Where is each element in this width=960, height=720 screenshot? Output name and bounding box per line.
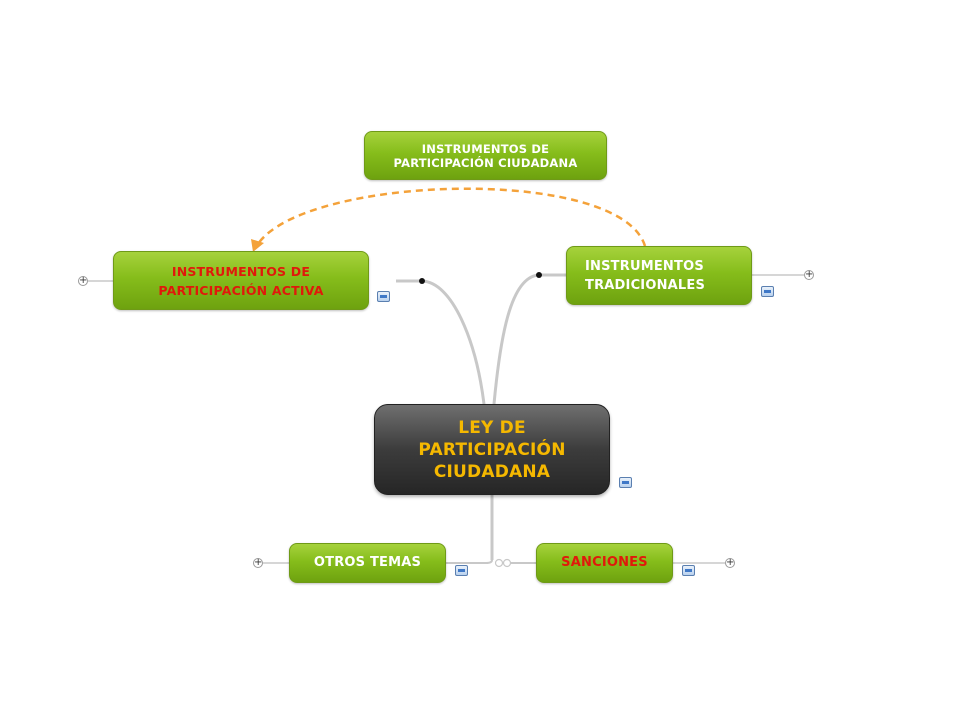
topic-sanciones[interactable]: SANCIONES bbox=[536, 543, 673, 583]
topic-otros-temas[interactable]: OTROS TEMAS bbox=[289, 543, 446, 583]
topic-label: INSTRUMENTOS DE PARTICIPACIÓN CIUDADANA bbox=[393, 141, 578, 170]
expand-plus-icon[interactable]: + bbox=[804, 269, 814, 280]
connector-dot-tradicionales bbox=[536, 272, 542, 278]
connector-tradicionales bbox=[492, 273, 566, 405]
note-icon[interactable] bbox=[377, 291, 390, 302]
topic-instrumentos-participacion-ciudadana[interactable]: INSTRUMENTOS DE PARTICIPACIÓN CIUDADANA bbox=[364, 131, 607, 180]
note-icon[interactable] bbox=[455, 565, 468, 576]
connector-otros bbox=[446, 559, 493, 564]
topic-instrumentos-participacion-activa[interactable]: INSTRUMENTOS DE PARTICIPACIÓN ACTIVA bbox=[113, 251, 369, 310]
topic-instrumentos-tradicionales[interactable]: INSTRUMENTOS TRADICIONALES bbox=[566, 246, 752, 305]
topic-label: SANCIONES bbox=[561, 555, 648, 570]
connector-dot-activa bbox=[419, 278, 425, 284]
note-icon[interactable] bbox=[682, 565, 695, 576]
topic-label: INSTRUMENTOS DE PARTICIPACIÓN ACTIVA bbox=[158, 263, 324, 298]
connector-activa bbox=[396, 279, 486, 405]
relationship-arrow[interactable] bbox=[256, 187, 647, 247]
expand-plus-icon[interactable]: + bbox=[253, 557, 263, 568]
note-icon[interactable] bbox=[761, 286, 774, 297]
expand-plus-icon[interactable]: + bbox=[725, 557, 735, 568]
central-topic-ley-participacion-ciudadana[interactable]: LEY DE PARTICIPACIÓN CIUDADANA bbox=[374, 404, 610, 495]
connector-junction-right bbox=[502, 558, 512, 568]
topic-label: OTROS TEMAS bbox=[313, 555, 422, 570]
expand-plus-icon[interactable]: + bbox=[78, 275, 88, 286]
topic-label: INSTRUMENTOS TRADICIONALES bbox=[585, 258, 706, 293]
connector-junction-left bbox=[494, 558, 504, 568]
note-icon[interactable] bbox=[619, 477, 632, 488]
relationship-arrowhead bbox=[251, 239, 264, 252]
central-topic-label: LEY DE PARTICIPACIÓN CIUDADANA bbox=[418, 417, 566, 482]
